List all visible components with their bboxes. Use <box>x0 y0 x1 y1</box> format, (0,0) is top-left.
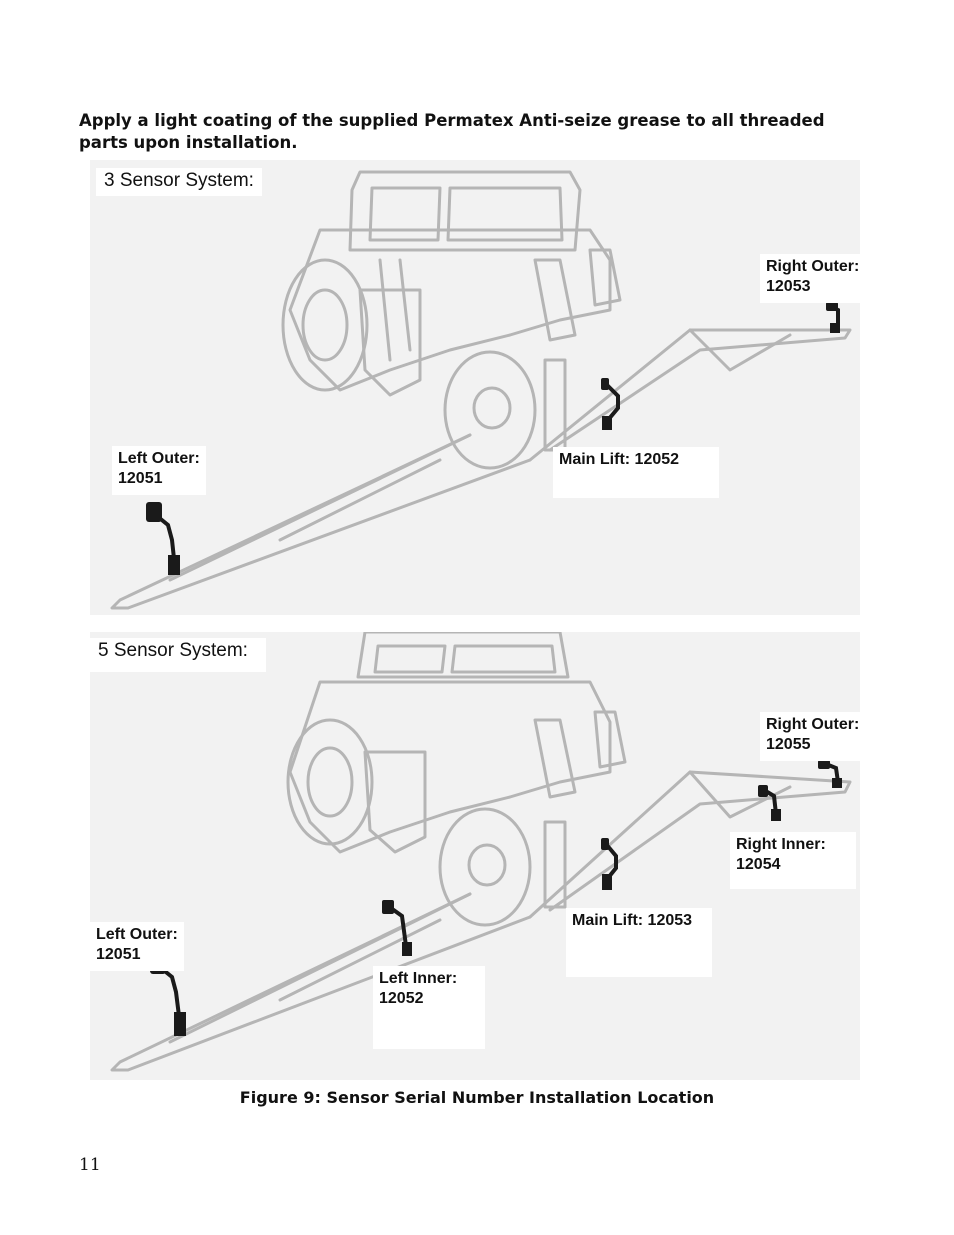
three-left-outer-serial: 12051 <box>118 470 163 487</box>
three-right-outer-serial: 12053 <box>766 278 811 295</box>
three-sensor-figure <box>90 160 860 615</box>
main-lift-sensor-icon <box>604 382 620 422</box>
five-left-outer-label: Left Outer: 12051 <box>90 922 184 971</box>
five-right-inner-name: Right Inner: <box>736 836 826 853</box>
five-left-outer-name: Left Outer: <box>96 926 178 943</box>
five-main-lift-label: Main Lift: 12053 <box>566 908 713 977</box>
three-main-lift-label: Main Lift: 12052 <box>553 447 720 498</box>
five-right-inner-serial: 12054 <box>736 856 781 873</box>
instruction-text: Apply a light coating of the supplied Pe… <box>79 111 825 152</box>
three-right-outer-name: Right Outer: <box>766 258 860 275</box>
tractor-sprayer-illustration <box>110 170 852 610</box>
five-main-lift-text: Main Lift: 12053 <box>572 912 693 929</box>
main-lift-sensor-icon-five <box>604 842 618 880</box>
five-right-inner-label: Right Inner: 12054 <box>730 832 856 889</box>
page-number: 11 <box>79 1155 101 1175</box>
five-left-inner-name: Left Inner: <box>379 970 458 987</box>
three-right-outer-label: Right Outer: 12053 <box>760 254 866 303</box>
five-right-outer-name: Right Outer: <box>766 716 860 733</box>
five-left-inner-label: Left Inner: 12052 <box>373 966 486 1049</box>
figure-caption: Figure 9: Sensor Serial Number Installat… <box>239 1088 715 1107</box>
five-left-inner-serial: 12052 <box>379 990 424 1007</box>
three-left-outer-name: Left Outer: <box>118 450 200 467</box>
three-sensor-title: 3 Sensor System: <box>96 168 262 196</box>
five-right-outer-label: Right Outer: 12055 <box>760 712 866 761</box>
five-left-outer-serial: 12051 <box>96 946 141 963</box>
five-right-outer-serial: 12055 <box>766 736 811 753</box>
three-main-lift-text: Main Lift: 12052 <box>559 451 680 468</box>
five-sensor-title: 5 Sensor System: <box>90 638 266 672</box>
three-left-outer-label: Left Outer: 12051 <box>112 446 206 495</box>
